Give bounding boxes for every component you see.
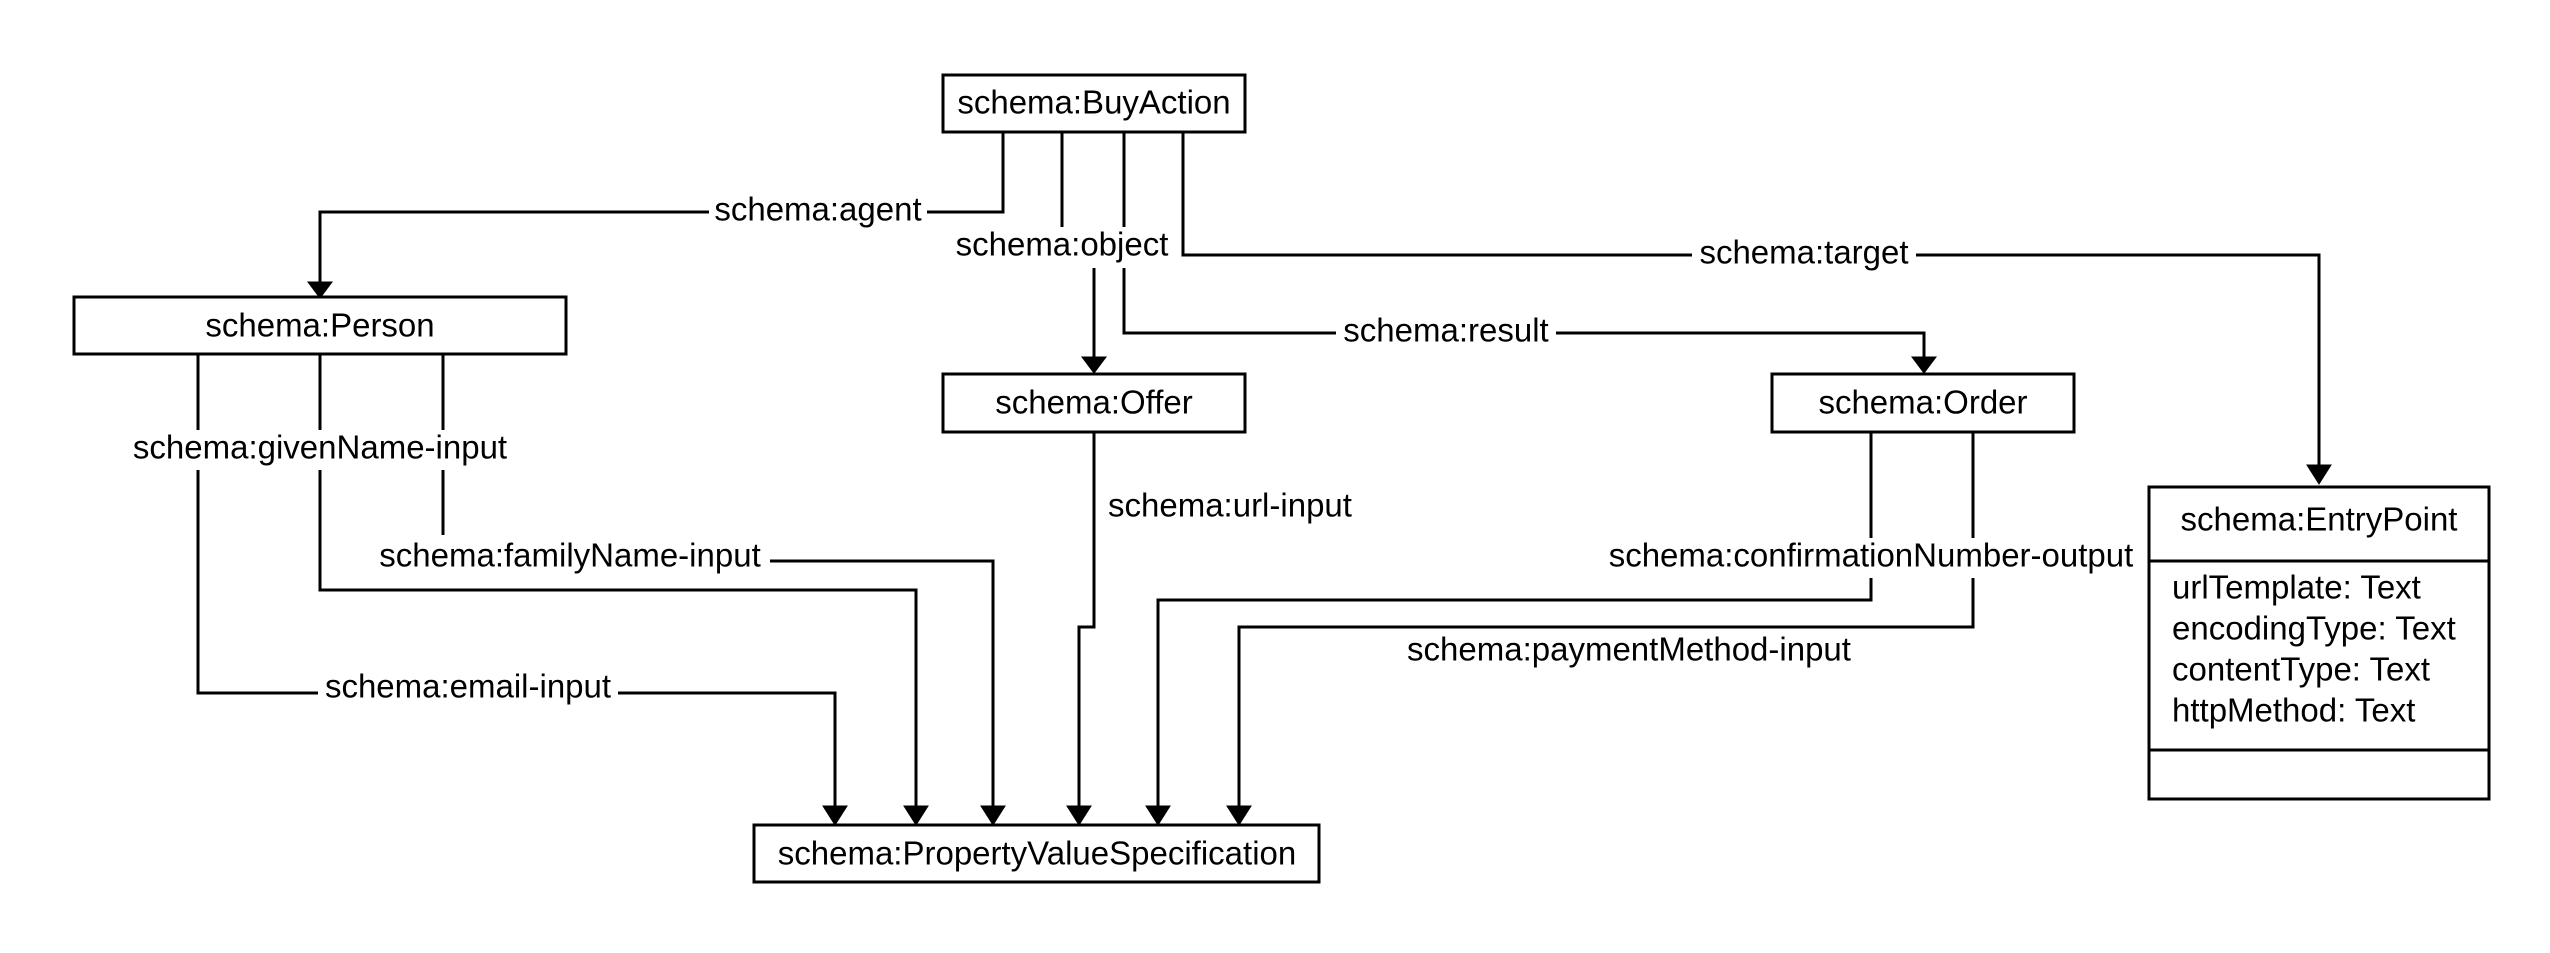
edge-label-agent: schema:agent (714, 191, 921, 228)
edge-label-payment-method-input: schema:paymentMethod-input (1407, 631, 1851, 668)
edge-label-object: schema:object (956, 226, 1169, 263)
node-person: schema:Person (72, 295, 568, 356)
node-person-label: schema:Person (205, 307, 434, 344)
node-property-value-specification-label: schema:PropertyValueSpecification (778, 835, 1297, 872)
entry-point-attribute: contentType: Text (2172, 651, 2430, 688)
edge-confirmation-number-output (1156, 432, 1873, 806)
edge-label-given-name-input: schema:givenName-input (133, 429, 507, 466)
edge-label-confirmation-number-output: schema:confirmationNumber-output (1609, 537, 2134, 574)
node-entry-point: schema:EntryPoint urlTemplate: Text enco… (2147, 485, 2491, 801)
node-order: schema:Order (1770, 372, 2076, 434)
arrowhead-agent (307, 281, 333, 299)
entry-point-attribute: urlTemplate: Text (2172, 569, 2421, 606)
node-order-label: schema:Order (1818, 384, 2027, 421)
edge-label-result: schema:result (1343, 312, 1548, 349)
edge-target (1181, 132, 2321, 465)
node-property-value-specification: schema:PropertyValueSpecification (752, 823, 1321, 884)
edge-payment-method-input (1237, 432, 1975, 806)
edge-label-email-input: schema:email-input (325, 668, 611, 705)
arrowhead-url-input (1066, 805, 1092, 826)
edge-url-input (1077, 432, 1096, 806)
edge-family-name-input-lower (765, 559, 995, 806)
edge-email-input (196, 354, 837, 806)
arrowhead-confirmation-number-output (1145, 805, 1171, 826)
edge-given-name-input (318, 354, 918, 806)
edge-label-url-input: schema:url-input (1108, 487, 1352, 524)
node-buy-action: schema:BuyAction (941, 73, 1247, 134)
arrowhead-family-name-input (980, 805, 1006, 826)
node-offer-label: schema:Offer (995, 384, 1192, 421)
arrowhead-result (1911, 356, 1937, 374)
entry-point-attribute: httpMethod: Text (2172, 692, 2415, 729)
node-offer: schema:Offer (941, 372, 1247, 434)
edge-label-target: schema:target (1699, 234, 1908, 271)
arrowhead-target (2306, 464, 2332, 485)
edge-agent (318, 132, 1005, 282)
arrowhead-object (1081, 356, 1107, 374)
edge-label-family-name-input: schema:familyName-input (379, 537, 760, 574)
arrowhead-email-input (822, 805, 848, 826)
node-entry-point-title: schema:EntryPoint (2181, 501, 2458, 538)
arrowhead-payment-method-input (1226, 805, 1252, 826)
node-buy-action-label: schema:BuyAction (957, 84, 1230, 121)
arrowhead-given-name-input (903, 805, 929, 826)
entry-point-attribute: encodingType: Text (2172, 610, 2456, 647)
